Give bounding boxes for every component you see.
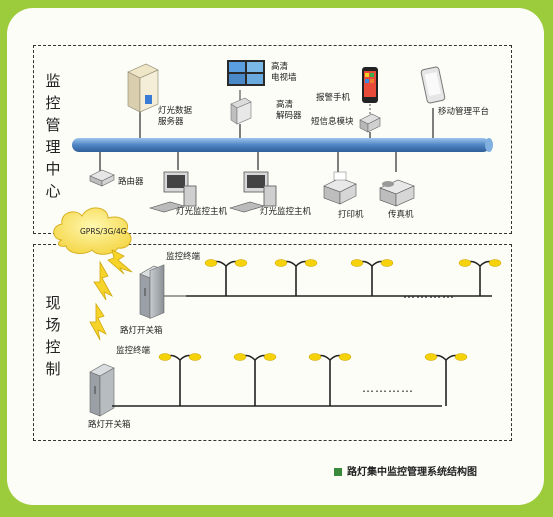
title-char: 中 — [45, 160, 61, 178]
box1-label: 路灯开关箱 — [120, 326, 163, 336]
printer-icon — [323, 171, 357, 205]
monitoring-center-zone — [33, 45, 512, 234]
computer-icon — [228, 171, 277, 213]
server-label: 灯光数据 服务器 — [158, 106, 192, 128]
title-char: 制 — [45, 360, 61, 378]
computer-icon — [148, 171, 197, 213]
title-char: 现 — [45, 294, 61, 312]
street-lamp-icon — [233, 353, 277, 406]
title-char: 控 — [45, 338, 61, 356]
caption-marker-icon — [334, 468, 342, 476]
lamp-row2-ellipsis: ………… — [362, 381, 414, 395]
mobile-platform-label: 移动管理平台 — [438, 107, 490, 117]
decoder-label-text: 高清 解码器 — [276, 100, 302, 121]
street-lamp-icon — [350, 259, 394, 296]
cloud-label: GPRS/3G/4G — [80, 227, 127, 236]
street-lamp-icon — [308, 353, 352, 406]
title-char: 心 — [45, 182, 61, 200]
box2-label: 路灯开关箱 — [88, 420, 131, 430]
switch-cabinet-icon — [89, 363, 115, 417]
alarm-phone-label: 报警手机 — [316, 93, 351, 103]
mobile-platform-icon — [420, 66, 446, 104]
printer-label: 打印机 — [338, 210, 364, 220]
server-icon — [127, 63, 159, 113]
sms-module-label: 短信息模块 — [311, 117, 354, 127]
title-char: 管 — [45, 116, 61, 134]
street-lamps — [158, 259, 502, 406]
server-label-text: 灯光数据 服务器 — [158, 106, 193, 127]
title-char: 场 — [45, 316, 61, 334]
street-lamp-icon — [274, 259, 318, 296]
fax-label: 传真机 — [388, 210, 414, 220]
monitoring-center-title: 监 控 管 理 中 心 — [42, 70, 64, 202]
terminal2-label: 监控终端 — [116, 346, 151, 356]
host1-label: 灯光监控主机 — [176, 207, 228, 217]
tv-wall-label-text: 高清 电视墙 — [271, 62, 297, 83]
decoder-label: 高清 解码器 — [276, 100, 302, 122]
field-control-title: 现 场 控 制 — [42, 292, 64, 380]
network-bus — [72, 138, 493, 152]
street-lamp-icon — [458, 259, 502, 296]
caption-text: 路灯集中监控管理系统结构图 — [347, 467, 477, 478]
phone-icon — [362, 67, 378, 103]
field-control-zone — [33, 244, 512, 441]
switch-cabinet-icon — [139, 264, 165, 319]
tv-wall-icon — [227, 60, 265, 86]
title-char: 监 — [45, 72, 61, 90]
street-lamp-icon — [204, 259, 248, 296]
street-lamp-icon — [158, 353, 202, 406]
tv-wall-label: 高清 电视墙 — [271, 62, 297, 84]
router-label: 路由器 — [118, 177, 144, 187]
terminal1-label: 监控终端 — [166, 252, 201, 262]
title-char: 理 — [45, 138, 61, 156]
wireless-cloud-icon — [53, 207, 132, 255]
wireless-signal-lightning — [89, 249, 133, 341]
decoder-icon — [230, 97, 252, 125]
lamp-row1-ellipsis: ………… — [403, 287, 455, 301]
host2-label: 灯光监控主机 — [260, 207, 312, 217]
diagram-card — [7, 8, 544, 505]
bus-connection-lines — [99, 108, 434, 172]
street-lamp-icon — [424, 353, 468, 406]
title-char: 控 — [45, 94, 61, 112]
fax-icon — [379, 179, 415, 207]
sms-module-icon — [359, 113, 381, 133]
router-icon — [89, 169, 115, 187]
diagram-caption: 路灯集中监控管理系统结构图 — [334, 463, 477, 478]
